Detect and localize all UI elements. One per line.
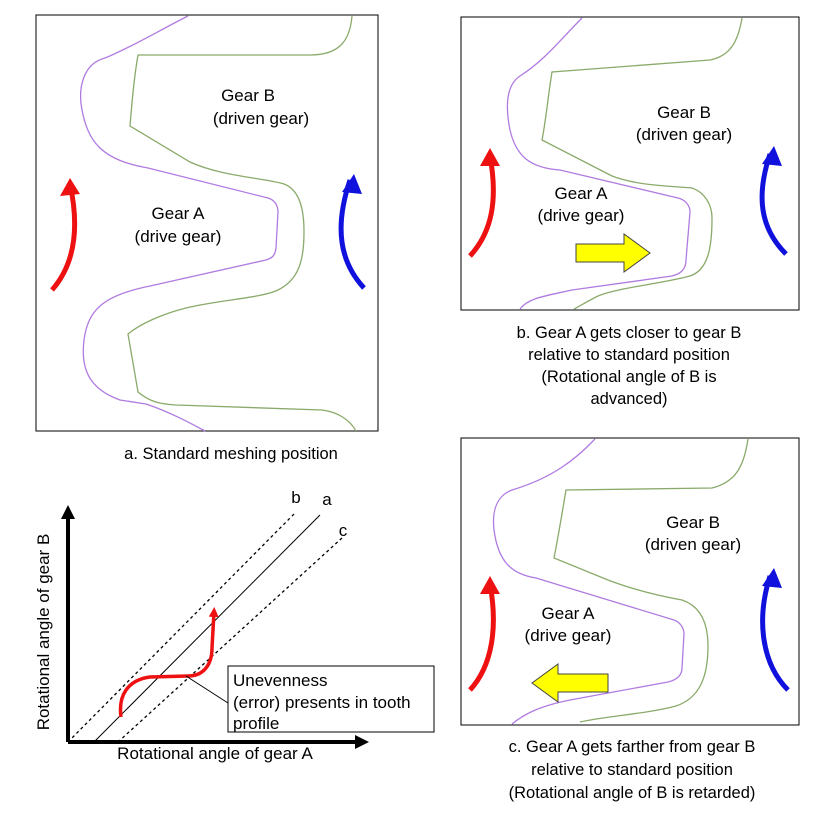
drive-rotation-arrow [468, 155, 496, 258]
gear-b-outline [541, 17, 743, 310]
panel-a-gear-b-role: (driven gear) [213, 109, 309, 128]
rotation-angle-graph: b a c Unevenness (error) presents in too… [34, 488, 435, 763]
panel-b-gear-a-name: Gear A [555, 184, 609, 203]
drive-rotation-arrowhead [480, 148, 500, 166]
panel-c-gear-b-name: Gear B [666, 513, 720, 532]
panel-a-gear-a-role: (drive gear) [135, 227, 222, 246]
driven-rotation-arrow [760, 575, 790, 692]
panel-a-gear-a-name: Gear A [152, 204, 206, 223]
shift-left-arrow [531, 663, 609, 703]
panel-c-gear-a-name: Gear A [542, 604, 596, 623]
annotation-box [227, 665, 435, 733]
panel-c-gear-a-role: (drive gear) [525, 626, 612, 645]
panel-standard-meshing: Gear B (driven gear) Gear A (drive gear)… [35, 14, 379, 463]
panel-b-gear-a-role: (drive gear) [538, 206, 625, 225]
panel-gear-a-closer: Gear B (driven gear) Gear A (drive gear)… [460, 16, 800, 408]
drive-rotation-arrow [50, 183, 78, 292]
panel-c-caption-line-1: c. Gear A gets farther from gear B [509, 738, 756, 756]
driven-rotation-arrowhead [762, 568, 782, 588]
drive-rotation-arrow [468, 583, 496, 692]
panel-a-caption-line: a. Standard meshing position [124, 445, 338, 463]
annotation-line-1: Unevenness [233, 671, 328, 690]
panel-a-frame [35, 14, 379, 432]
line-b-label: b [291, 488, 300, 507]
annotation-line-2: (error) presents in tooth [233, 693, 411, 712]
x-axis-label: Rotational angle of gear A [117, 744, 313, 763]
panel-b-gear-b-role: (driven gear) [636, 125, 732, 144]
panel-b-caption-line-2: relative to standard position [528, 346, 730, 364]
drive-rotation-arrowhead [480, 576, 500, 594]
line-a [93, 514, 321, 743]
panel-b-caption-line-1: b. Gear A gets closer to gear B [517, 324, 742, 342]
annotation-leader [185, 675, 229, 704]
panel-c-frame [460, 437, 800, 726]
driven-rotation-arrowhead [762, 146, 782, 166]
gear-b-outline [553, 438, 749, 723]
gear-a-outline [506, 17, 691, 310]
line-c-label: c [339, 521, 348, 540]
drive-rotation-arrowhead [60, 178, 80, 196]
panel-b-caption-line-4: advanced) [590, 390, 667, 408]
panel-gear-a-farther: Gear B (driven gear) Gear A (drive gear)… [460, 437, 800, 802]
panel-b-caption-line-3: (Rotational angle of B is [541, 368, 716, 386]
annotation-line-3: profile [233, 714, 279, 733]
gear-a-outline [492, 438, 685, 725]
error-curve [118, 607, 219, 718]
y-axis-label: Rotational angle of gear B [34, 534, 53, 731]
gear-a-outline [79, 15, 279, 432]
panel-c-caption-line-3: (Rotational angle of B is retarded) [509, 784, 756, 802]
gear-b-outline [127, 15, 357, 432]
driven-rotation-arrow [338, 179, 366, 290]
driven-rotation-arrow [759, 153, 788, 256]
line-a-label: a [322, 490, 332, 509]
line-c [117, 537, 343, 743]
panel-c-gear-b-role: (driven gear) [645, 535, 741, 554]
panel-c-caption-line-2: relative to standard position [531, 761, 733, 779]
shift-right-arrow [575, 233, 651, 273]
driven-rotation-arrowhead [342, 174, 362, 194]
panel-b-gear-b-name: Gear B [657, 103, 711, 122]
panel-a-gear-b-name: Gear B [221, 86, 275, 105]
